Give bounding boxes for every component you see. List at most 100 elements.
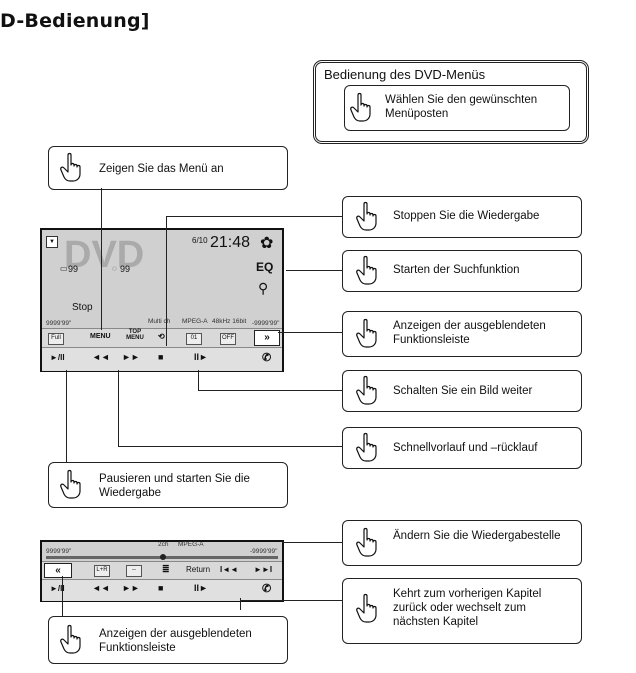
remaining-time: -9999'99" [250,548,278,555]
leader-line [101,188,102,330]
callout-text: Starten der Suchfunktion [393,264,520,276]
angle-button[interactable]: ⟲ [158,332,165,341]
play-pause-button[interactable]: ►/II [50,353,65,362]
top-menu-button[interactable]: TOP MENU [126,329,144,341]
callout-text: Kehrt zum vorherigen Kapitel zurück oder… [393,588,542,628]
callout-change-position: Ändern Sie die Wiedergabestelle [342,520,582,566]
subtitle-toggle-button[interactable]: -- [126,565,142,577]
bookmark-icon[interactable]: ≣ [162,564,170,574]
title-icon: ▭ [60,264,68,273]
fast-forward-button[interactable]: ►► [122,352,140,362]
codec: MPEG-A [178,541,204,548]
leader-line [198,390,342,391]
rewind-button[interactable]: ◄◄ [92,583,110,593]
touch-hand-icon [356,255,377,285]
frame-advance-button[interactable]: II► [194,583,208,593]
frame-advance-button[interactable]: II► [194,352,208,362]
callout-show-hidden-bar: Anzeigen der ausgeblendeten Funktionslei… [342,311,582,357]
leader-line [198,370,199,390]
play-pause-button[interactable]: ►/II [50,584,65,593]
leader-line [118,370,119,446]
callout-pause-play: Pausieren und starten Sie die Wiedergabe [48,462,288,508]
callout-chapter-skip: Kehrt zum vorherigen Kapitel zurück oder… [342,578,582,644]
gear-icon[interactable]: ✿ [260,235,274,252]
sample-rate: 48kHz 16bit [212,318,247,325]
touch-hand-icon [350,92,371,122]
dvd-menu-title: Bedienung des DVD-Menüs [324,67,486,82]
callout-text: Anzeigen der ausgeblendeten Funktionslei… [99,628,252,654]
dvd-menu-instruction-box: Wählen Sie den gewünschten Menüposten [344,85,570,131]
function-bar-2-expanded: ►/II ◄◄ ►► ■ II► ✆ [42,579,282,601]
callout-frame-advance: Schalten Sie ein Bild weiter [342,370,582,412]
dvd-screen-main: ▼ DVD ▭ 99 ◌ 99 6/10 21:48 ✿ EQ ⚲ Stop 9… [40,228,284,372]
touch-hand-icon [60,624,81,654]
leader-line [240,600,342,601]
touch-hand-icon [356,201,377,231]
next-chapter-button[interactable]: ►►I [254,565,273,574]
callout-text: Schnellvorlauf und –rücklauf [393,442,538,454]
audio-format: 2ch [158,541,169,548]
clock: 21:48 [210,234,251,251]
function-bar-1: Full MENU TOP MENU ⟲ 01 OFF » [42,328,282,347]
expand-bar-button[interactable]: » [254,330,280,346]
status-text: Stop [72,302,93,313]
callout-fast-forward-rewind: Schnellvorlauf und –rücklauf [342,427,582,469]
fast-forward-button[interactable]: ►► [122,583,140,593]
leader-line [66,370,67,462]
callout-stop: Stoppen Sie die Wiedergabe [342,196,582,238]
audio-button[interactable]: 01 [186,333,202,345]
return-button[interactable]: Return [186,565,211,574]
menu-button[interactable]: MENU [90,333,111,340]
leader-line [240,598,241,610]
callout-show-menu: Zeigen Sie das Menü an [48,146,288,190]
touch-hand-icon [356,593,377,623]
touch-hand-icon [356,375,377,405]
touch-hand-icon [356,527,377,557]
elapsed-time: 9999'99" [46,320,72,327]
leader-line [286,270,342,271]
callout-text: Schalten Sie ein Bild weiter [393,385,533,397]
leader-line [166,216,342,217]
function-bar-1-expanded: « L+R -- ≣ Return I◄◄ ►►I [42,561,282,579]
leader-line [62,576,63,616]
stop-button[interactable]: ■ [158,583,164,593]
date: 6/10 [192,236,208,245]
callout-text: Stoppen Sie die Wiedergabe [393,210,540,222]
touch-hand-icon [60,469,81,499]
callout-text: Ändern Sie die Wiedergabestelle [393,530,561,542]
leader-line [166,216,167,346]
callout-show-hidden-bar-2: Anzeigen der ausgeblendeten Funktionslei… [48,616,288,664]
audio-format: Multi ch [148,318,171,325]
search-icon[interactable]: ⚲ [258,280,269,296]
phone-icon[interactable]: ✆ [262,352,272,364]
screen-mode-button[interactable]: Full [48,333,64,345]
collapse-bar-button[interactable]: « [44,563,72,578]
callout-text: Pausieren und starten Sie die Wiedergabe [99,473,250,499]
dvd-menu-instruction: Wählen Sie den gewünschten Menüposten [385,94,538,120]
callout-text: Zeigen Sie das Menü an [99,163,224,175]
dvd-logo: DVD [64,234,145,276]
leader-line [118,446,342,447]
chapter-icon: ◌ [112,264,117,273]
subtitle-button[interactable]: OFF [220,333,236,345]
phone-icon[interactable]: ✆ [262,583,272,595]
title-number: 99 [68,264,79,274]
eq-button[interactable]: EQ [256,260,274,274]
seek-handle[interactable] [160,554,166,560]
touch-hand-icon [356,318,377,348]
info-icon[interactable]: ▼ [46,236,58,248]
stop-button[interactable]: ■ [158,352,164,362]
leader-line [282,542,342,543]
function-bar-2: ►/II ◄◄ ►► ■ II► ✆ [42,347,282,371]
codec: MPEG-A [182,318,208,325]
page-heading: D-Bedienung] [0,10,150,32]
dvd-menu-box: Bedienung des DVD-Menüs Wählen Sie den g… [313,60,589,144]
previous-chapter-button[interactable]: I◄◄ [220,565,239,574]
touch-hand-icon [60,152,81,182]
channel-button[interactable]: L+R [94,565,110,577]
callout-search: Starten der Suchfunktion [342,250,582,292]
callout-text: Anzeigen der ausgeblendeten Funktionslei… [393,320,546,346]
chapter-number: 99 [120,264,131,274]
rewind-button[interactable]: ◄◄ [92,352,110,362]
elapsed-time: 9999'99" [46,548,72,555]
